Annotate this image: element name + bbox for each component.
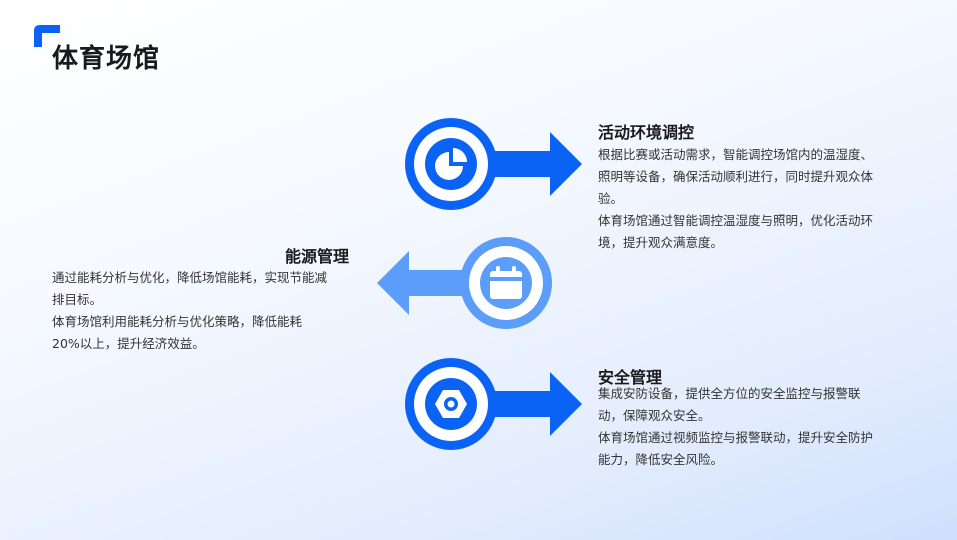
text-line: 照明等设备，确保活动顺利进行，同时提升观众体	[598, 169, 874, 184]
text-line: 集成安防设备，提供全方位的安全监控与报警联	[598, 386, 861, 401]
corner-logo-icon	[34, 25, 60, 47]
item-title-security: 安全管理	[598, 368, 663, 387]
item-text-security: 集成安防设备，提供全方位的安全监控与报警联 动，保障观众安全。 体育场馆通过视频…	[598, 383, 918, 471]
text-line: 体育场馆通过视频监控与报警联动，提升安全防护	[598, 430, 874, 445]
item-text-environment: 根据比赛或活动需求，智能调控场馆内的温湿度、 照明等设备，确保活动顺利进行，同时…	[598, 144, 918, 254]
calendar-icon	[377, 237, 552, 329]
page-title: 体育场馆	[52, 44, 161, 74]
item-title-energy: 能源管理	[285, 247, 350, 266]
text-line: 能力，降低安全风险。	[598, 452, 724, 467]
text-line: 根据比赛或活动需求，智能调控场馆内的温湿度、	[598, 147, 874, 162]
pie-chart-icon	[405, 118, 582, 210]
text-line: 通过能耗分析与优化，降低场馆能耗，实现节能减	[52, 270, 328, 285]
text-line: 验。	[598, 191, 624, 206]
text-line: 排目标。	[52, 292, 103, 307]
item-title-environment: 活动环境调控	[598, 123, 695, 142]
text-line: 20%以上，提升经济效益。	[52, 336, 205, 351]
text-line: 体育场馆利用能耗分析与优化策略，降低能耗	[52, 314, 303, 329]
text-line: 体育场馆通过智能调控温湿度与照明，优化活动环	[598, 213, 874, 228]
text-line: 动，保障观众安全。	[598, 408, 711, 423]
text-line: 境，提升观众满意度。	[598, 235, 724, 250]
hex-nut-icon	[405, 358, 582, 450]
item-text-energy: 通过能耗分析与优化，降低场馆能耗，实现节能减 排目标。 体育场馆利用能耗分析与优…	[52, 267, 372, 355]
